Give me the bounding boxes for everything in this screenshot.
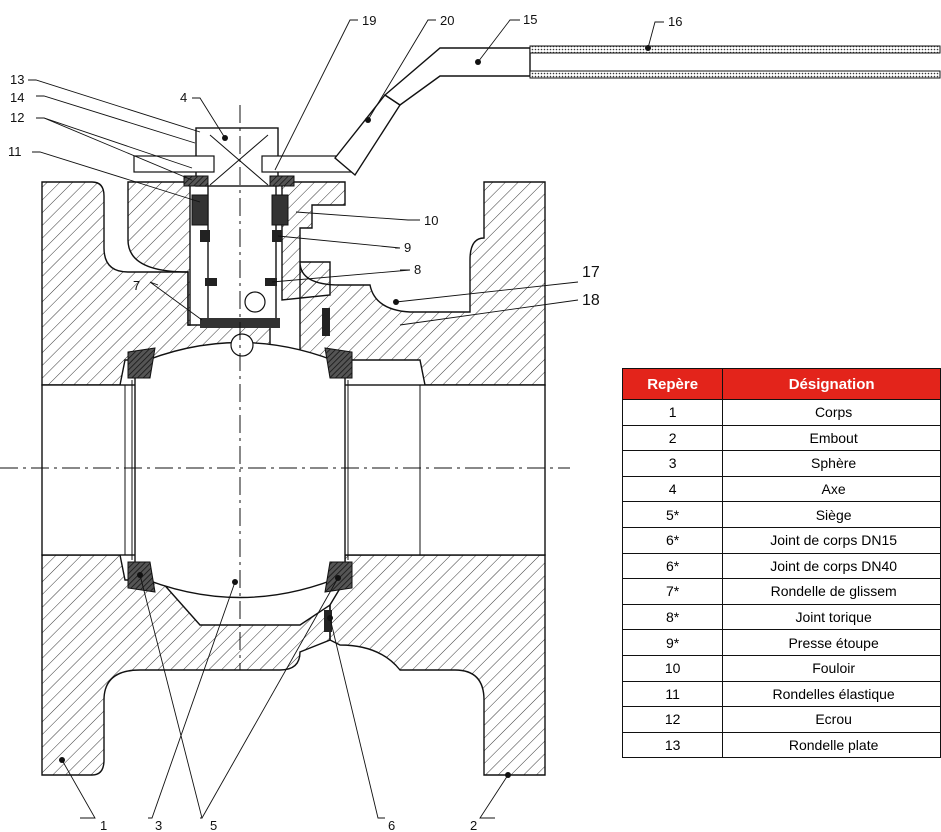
row-designation: Siège [722, 501, 941, 528]
callout-14: 14 [10, 90, 24, 105]
lower-right-body [329, 554, 546, 776]
row-ref: 10 [621, 654, 724, 682]
table-row: 7*Rondelle de glissem [621, 578, 941, 605]
row-designation: Rondelle plate [722, 731, 941, 759]
callout-6: 6 [388, 818, 395, 832]
callout-2: 2 [470, 818, 477, 832]
callout-12: 12 [10, 110, 24, 125]
callout-18: 18 [582, 292, 600, 309]
callout-9: 9 [404, 240, 411, 255]
callout-19: 19 [362, 13, 376, 28]
row-ref: 5* [621, 501, 724, 528]
callout-1: 1 [100, 818, 107, 832]
row-ref: 4 [621, 475, 724, 503]
row-ref: 3 [621, 450, 724, 477]
callout-10: 10 [424, 213, 438, 228]
seat-top-right [324, 347, 353, 379]
callout-17: 17 [582, 264, 600, 281]
callout-15: 15 [523, 12, 537, 27]
table-row: 8*Joint torique [621, 603, 941, 631]
header-ref: Repère [621, 368, 724, 400]
callout-4: 4 [180, 90, 187, 105]
table-header-row: Repère Désignation [621, 368, 941, 400]
row-designation: Joint de corps DN40 [722, 552, 941, 580]
row-designation: Rondelles élastique [722, 680, 941, 708]
callout-20: 20 [440, 13, 454, 28]
row-ref: 12 [621, 706, 724, 733]
table-row: 6*Joint de corps DN40 [621, 552, 941, 580]
row-ref: 9* [621, 629, 724, 656]
callout-8: 8 [414, 262, 421, 277]
callout-11: 11 [8, 144, 22, 159]
row-designation: Corps [722, 399, 941, 426]
callout-5: 5 [210, 818, 217, 832]
row-ref: 6* [621, 526, 724, 554]
stem [207, 181, 277, 328]
row-ref: 1 [621, 399, 724, 426]
bonnet-neck [127, 181, 191, 326]
seat-top-left [127, 347, 156, 379]
row-ref: 7* [621, 578, 724, 605]
row-designation: Joint de corps DN15 [722, 526, 941, 554]
row-ref: 13 [621, 731, 724, 759]
callout-16: 16 [668, 14, 682, 29]
row-ref: 6* [621, 552, 724, 580]
header-designation: Désignation [722, 368, 941, 400]
row-designation: Sphère [722, 450, 941, 477]
row-ref: 8* [621, 603, 724, 631]
row-designation: Fouloir [722, 654, 941, 682]
row-designation: Embout [722, 424, 941, 452]
row-designation: Ecrou [722, 706, 941, 733]
right-body-upper [299, 181, 546, 386]
table-row: 9*Presse étoupe [621, 629, 941, 656]
callout-7: 7 [133, 278, 140, 293]
row-ref: 11 [621, 680, 724, 708]
table-row: 6*Joint de corps DN15 [621, 526, 941, 554]
row-ref: 2 [621, 424, 724, 452]
callout-3: 3 [155, 818, 162, 832]
handle-shank [334, 94, 401, 177]
row-designation: Presse étoupe [722, 629, 941, 656]
callout-13: 13 [10, 72, 24, 87]
table-row: 5*Siège [621, 501, 941, 528]
row-designation: Joint torique [722, 603, 941, 631]
row-designation: Axe [722, 475, 941, 503]
row-designation: Rondelle de glissem [722, 578, 941, 605]
handle-grip [529, 45, 941, 54]
